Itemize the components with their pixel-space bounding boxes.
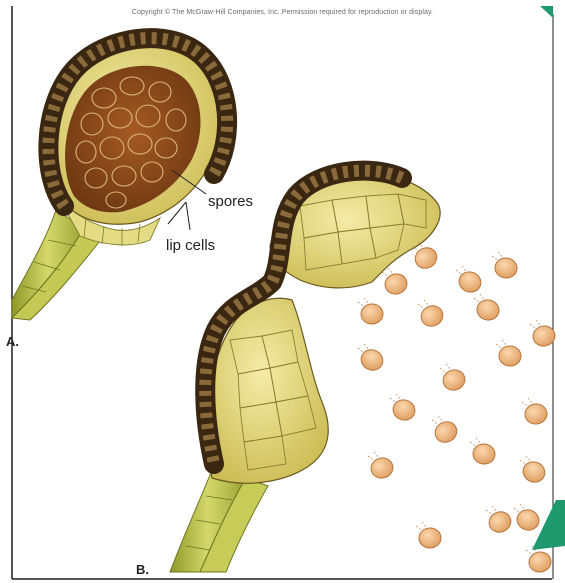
spore [416,522,441,548]
spore [486,506,514,536]
spore [522,398,548,425]
sporangium-a [12,38,227,320]
label-panel-a: A. [6,334,19,349]
sporangium-b [170,171,440,572]
lip-cells-leader-line-2 [186,202,190,230]
spore [474,294,501,322]
spore [358,344,387,374]
spore [440,364,468,393]
spore [382,268,409,297]
stalk-b [170,470,268,572]
spore [390,394,417,423]
arrow-corner-icon [540,6,553,18]
label-panel-b: B. [136,562,149,577]
spore [496,340,522,367]
spore [368,452,395,481]
spore [514,504,541,532]
spore [432,416,461,446]
spore [526,546,553,574]
label-spores: spores [208,193,253,210]
spore [456,266,484,295]
spore [358,298,383,324]
label-lip-cells: lip cells [166,237,215,254]
spore [492,252,518,279]
spore [520,456,548,485]
spore [418,300,446,330]
spore [470,438,496,465]
released-spores [358,242,557,574]
